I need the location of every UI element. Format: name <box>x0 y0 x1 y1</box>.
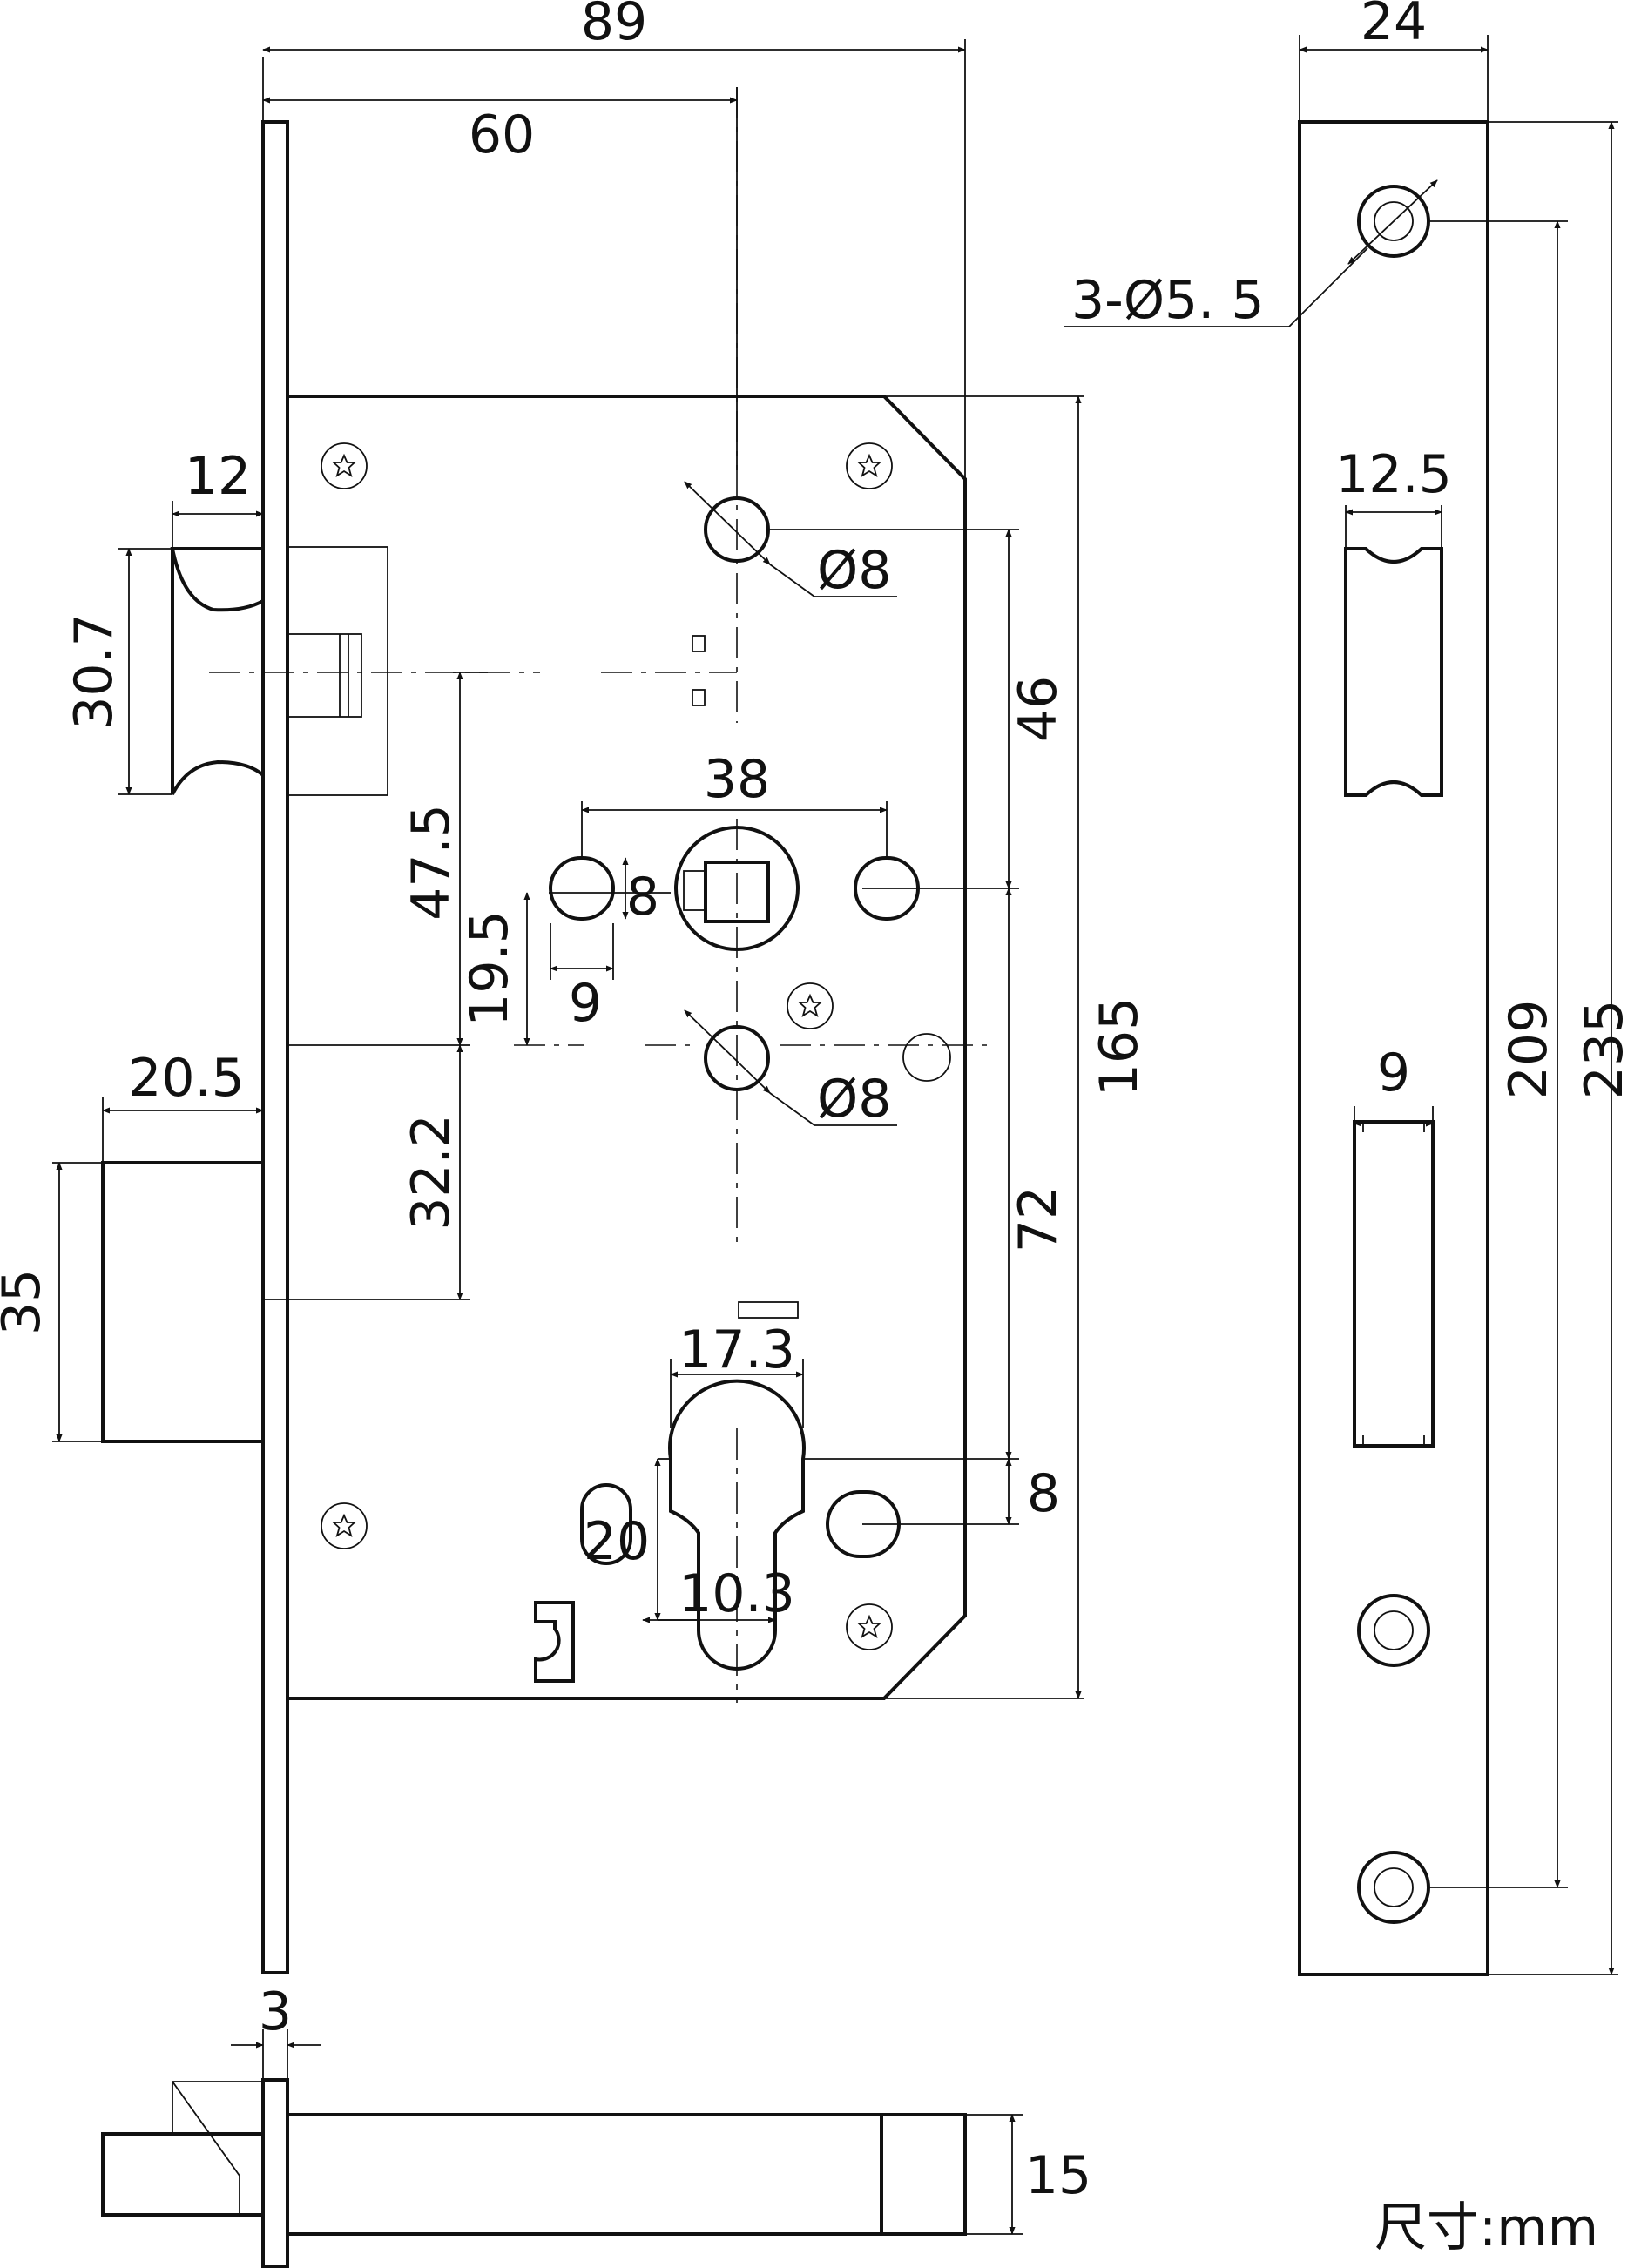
front-view: 89 60 12 30.7 47.5 19.5 20.5 32.2 35 38 … <box>0 0 1150 1974</box>
strike-latch-window <box>1344 547 1443 797</box>
dead-bolt <box>101 1161 265 1443</box>
dim-case-height: 165 <box>1089 997 1150 1097</box>
dim-cylinder-offset: 8 <box>1027 1463 1060 1524</box>
strike-hole <box>1357 1594 1430 1667</box>
dim-latch-height: 30.7 <box>64 613 125 730</box>
dim-total-width: 89 <box>581 0 647 52</box>
dim-bolt-height: 35 <box>0 1269 52 1335</box>
dim-cylinder-diameter: 17.3 <box>679 1320 795 1380</box>
dim-strike-hole-spacing: 209 <box>1498 1000 1559 1100</box>
dim-slot-height: 8 <box>626 867 659 928</box>
case-screw <box>321 1502 368 1549</box>
strike-hole <box>1357 1851 1430 1924</box>
dim-handle-to-top: 46 <box>1008 676 1069 742</box>
dim-strike-bolt-window: 9 <box>1377 1043 1410 1104</box>
side-end-cap <box>880 2113 967 2236</box>
dim-strike-length: 235 <box>1574 1000 1635 1100</box>
case-screw <box>787 982 834 1029</box>
strike-bolt-window <box>1353 1120 1435 1448</box>
dim-plate-thickness: 3 <box>259 1981 292 2042</box>
strike-plate <box>1298 120 1489 1976</box>
dim-latch-projection: 12 <box>185 446 251 507</box>
dim-strike-latch-window: 12.5 <box>1335 444 1452 505</box>
units-label: 尺寸:mm <box>1374 2197 1598 2258</box>
dim-hole-offset: 19.5 <box>459 910 520 1027</box>
dim-cylinder-length: 20 <box>584 1511 650 1572</box>
dim-strike-holes: 3-Ø5. 5 <box>1071 270 1265 331</box>
dim-slot-width: 9 <box>569 973 602 1034</box>
dim-bolt-projection: 20.5 <box>128 1048 245 1109</box>
strike-plate-view: 24 3-Ø5. 5 12.5 9 209 235 <box>1064 0 1635 1976</box>
side-body <box>286 2113 967 2236</box>
latch-mechanism <box>287 546 388 796</box>
faceplate <box>261 120 289 1974</box>
dim-hole-dia-mid: Ø8 <box>817 1069 891 1130</box>
case-screw <box>321 442 368 489</box>
dim-hole-dia-top: Ø8 <box>817 540 891 601</box>
case-screw <box>846 1603 893 1650</box>
latch-bolt <box>170 547 265 795</box>
side-latch <box>101 2132 265 2217</box>
case-screw <box>846 442 893 489</box>
dim-cylinder-width: 10.3 <box>679 1563 795 1624</box>
dim-strike-width: 24 <box>1361 0 1427 52</box>
dim-handle-to-bolt: 32.2 <box>401 1114 462 1231</box>
handle-slot-left <box>549 856 615 921</box>
dim-handle-to-cyl: 72 <box>1008 1186 1069 1252</box>
cylinder-cutout <box>668 1379 806 1671</box>
side-faceplate <box>261 2078 289 2268</box>
dim-latch-to-handle: 47.5 <box>401 804 462 921</box>
dim-backset: 60 <box>469 105 535 165</box>
cylinder-slot-left <box>580 1483 632 1565</box>
dim-spindle-spacing: 38 <box>704 749 770 810</box>
side-view: 3 15 <box>101 1981 1091 2268</box>
dim-side-depth: 15 <box>1025 2145 1091 2206</box>
